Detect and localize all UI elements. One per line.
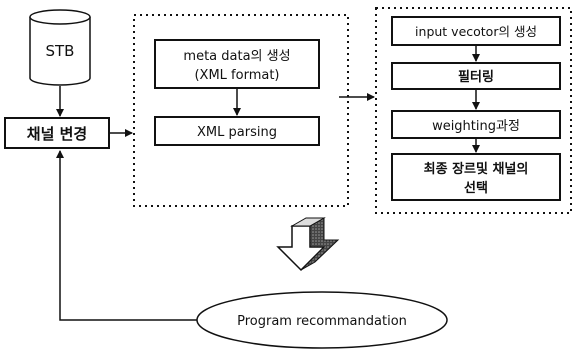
arrow-recommendation-to-channel bbox=[56, 150, 197, 321]
input-vector-node: input vecotor의 생성 bbox=[391, 16, 561, 46]
program-recommendation-node: Program recommandation bbox=[196, 291, 448, 349]
filtering-node: 필터링 bbox=[391, 62, 561, 90]
final-selection-node: 최종 장르및 채널의 선택 bbox=[391, 153, 561, 201]
xml-parsing-node: XML parsing bbox=[154, 116, 320, 146]
big-down-arrow-icon bbox=[276, 217, 340, 272]
xml-process-group bbox=[133, 14, 349, 207]
meta-data-label-line1: meta data의 생성 bbox=[183, 49, 290, 64]
stb-label: STB bbox=[46, 42, 75, 60]
stb-node: STB bbox=[29, 9, 91, 86]
input-vector-label: input vecotor의 생성 bbox=[415, 24, 537, 39]
program-recommendation-label: Program recommandation bbox=[237, 314, 407, 329]
channel-change-node: 채널 변경 bbox=[4, 117, 110, 149]
filtering-label: 필터링 bbox=[458, 69, 494, 85]
xml-parsing-label: XML parsing bbox=[197, 125, 277, 140]
weighting-label: weighting과정 bbox=[432, 119, 520, 134]
final-selection-label-line2: 선택 bbox=[464, 180, 488, 196]
final-selection-label-line1: 최종 장르및 채널의 bbox=[424, 161, 529, 177]
meta-data-node: meta data의 생성 (XML format) bbox=[154, 39, 320, 89]
recommendation-process-group bbox=[375, 7, 572, 214]
meta-data-label-line2: (XML format) bbox=[194, 68, 279, 83]
channel-change-label: 채널 변경 bbox=[27, 125, 87, 143]
weighting-node: weighting과정 bbox=[391, 110, 561, 139]
